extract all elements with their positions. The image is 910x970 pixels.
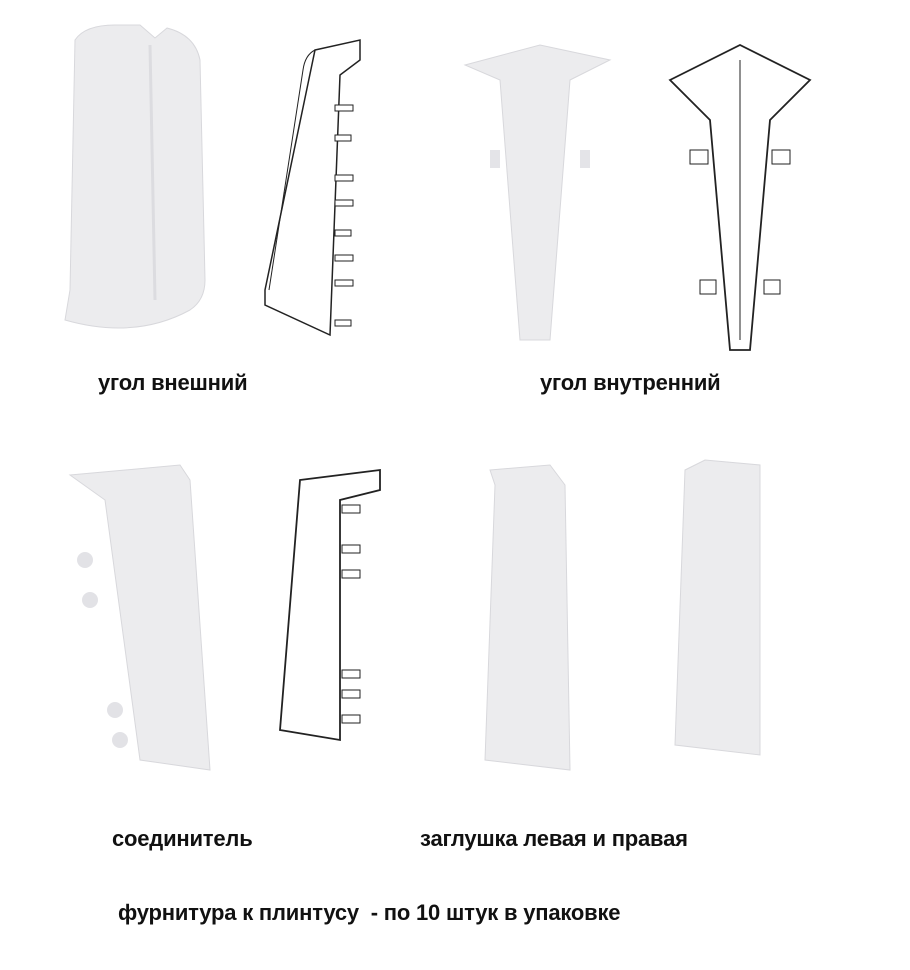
- inner-corner-photo: [463, 44, 612, 341]
- label-connector: соединитель: [112, 826, 253, 851]
- outer-corner-photo: [64, 24, 206, 329]
- label-end-cap: заглушка левая и правая: [420, 826, 688, 851]
- end-cap-left-photo: [484, 464, 571, 771]
- label-inner-corner: угол внутренний: [540, 370, 721, 395]
- connector-photo: [68, 464, 211, 771]
- outer-corner-drawing: [264, 39, 361, 337]
- inner-corner-drawing: [668, 43, 812, 351]
- connector-drawing: [279, 468, 381, 742]
- label-outer-corner: угол внешний: [98, 370, 248, 395]
- end-cap-right-photo: [674, 459, 761, 756]
- footer-text: фурнитура к плинтусу - по 10 штук в упак…: [118, 900, 621, 925]
